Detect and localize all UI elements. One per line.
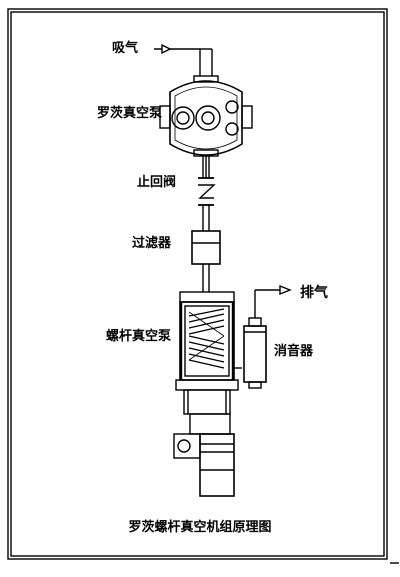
filter (191, 230, 221, 265)
filter-label: 过滤器 (132, 236, 172, 251)
exhaust-label: 排气 (300, 285, 328, 301)
check-valve-label: 止回阀 (137, 175, 177, 190)
screw-pump-label: 螺杆真空泵 (106, 329, 172, 344)
inner-frame (10, 11, 385, 557)
exhaust-pipe (234, 284, 292, 369)
motor (173, 433, 235, 497)
roots-pump (159, 75, 253, 157)
muffler-label: 消音器 (274, 344, 314, 359)
intake-label: 吸气 (112, 41, 139, 56)
diagram-caption: 罗茨螺杆真空机组原理图 (128, 520, 272, 535)
check-valve (198, 177, 216, 206)
muffler (243, 317, 267, 389)
roots-pump-label: 罗茨真空泵 (97, 106, 163, 121)
intake-pipe (154, 43, 213, 76)
outer-frame (7, 8, 388, 560)
screw-pump (175, 291, 239, 435)
